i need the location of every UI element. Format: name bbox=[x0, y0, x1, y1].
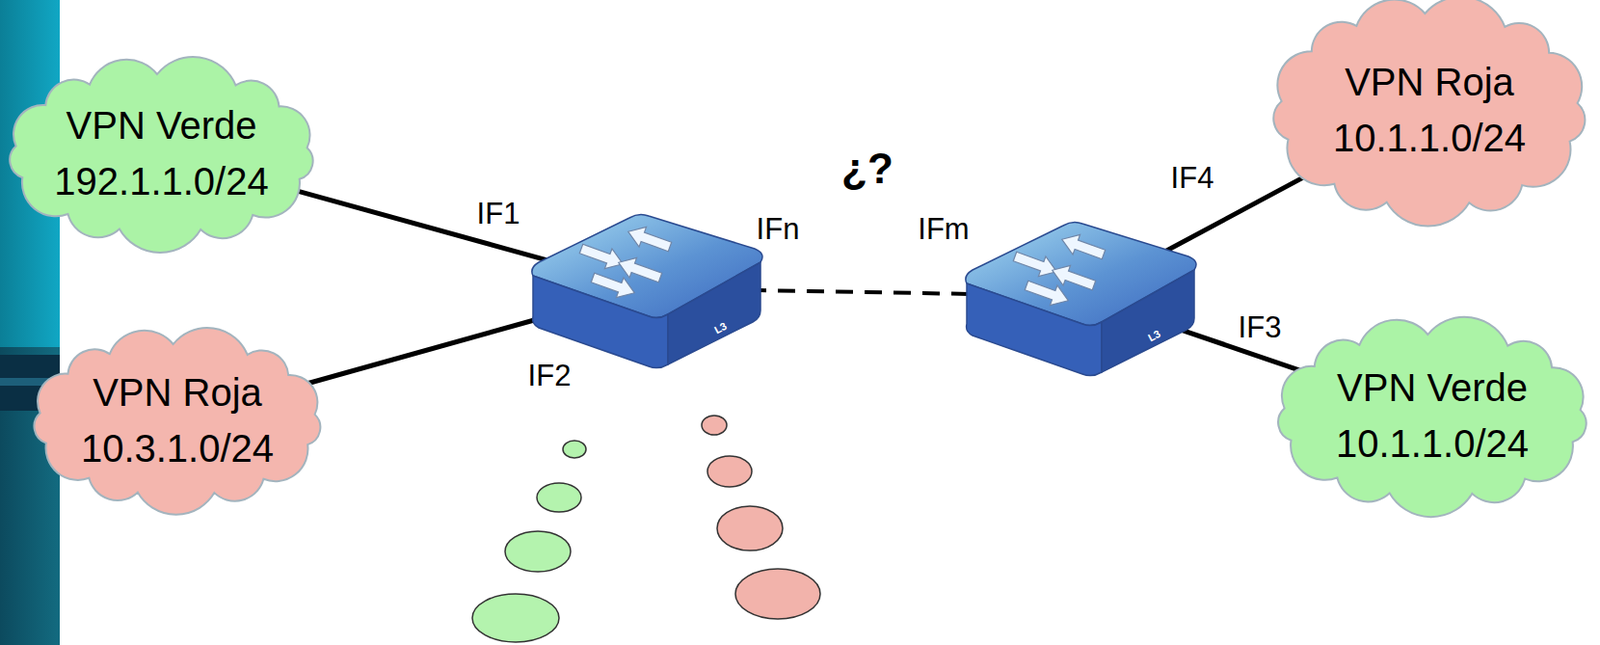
interface-name: IFn bbox=[756, 213, 800, 246]
router-switch: L3 bbox=[959, 206, 1205, 386]
router-front bbox=[533, 275, 668, 369]
cloud-outline bbox=[1273, 0, 1585, 226]
vpn-name: VPN Verde bbox=[66, 104, 258, 147]
interface-name: IF1 bbox=[477, 197, 521, 231]
cloud-shape bbox=[0, 60, 323, 246]
interface-name: IF2 bbox=[528, 359, 572, 393]
subnet-address: 10.1.1.0/24 bbox=[1335, 422, 1529, 465]
vpn-name: VPN Roja bbox=[92, 371, 263, 414]
cloud-text-group: VPN Verde 192.1.1.0/24 bbox=[0, 60, 323, 246]
router-arrow bbox=[624, 221, 674, 257]
cloud-text-group: VPN Roja 10.1.1.0/24 bbox=[1265, 0, 1594, 220]
interface-name: IF3 bbox=[1238, 311, 1282, 345]
router-front bbox=[966, 283, 1102, 376]
cloud-shape bbox=[24, 330, 331, 509]
router-icon bbox=[525, 198, 772, 378]
router-switch: L3 bbox=[525, 198, 772, 378]
router-icon bbox=[959, 206, 1205, 386]
router-arrow bbox=[577, 239, 627, 274]
cloud-outline bbox=[1278, 317, 1587, 517]
router-arrows bbox=[1011, 229, 1108, 311]
router-arrow bbox=[1048, 260, 1098, 295]
access-link bbox=[296, 190, 555, 263]
cloud-outline bbox=[33, 327, 320, 515]
red-bubbles bbox=[701, 415, 821, 619]
cloud-shape bbox=[1265, 0, 1594, 220]
router-arrow bbox=[1058, 229, 1108, 265]
subnet-address: 192.1.1.0/24 bbox=[53, 160, 268, 203]
vpn-name: VPN Roja bbox=[1344, 60, 1515, 104]
router-arrow bbox=[1011, 246, 1061, 282]
vpn-name: VPN Verde bbox=[1336, 366, 1528, 409]
subnet-address: 10.1.1.0/24 bbox=[1333, 116, 1526, 160]
cloud-text-group: VPN Roja 10.3.1.0/24 bbox=[24, 330, 331, 509]
router-arrows bbox=[577, 221, 674, 303]
access-link bbox=[305, 314, 555, 384]
vpn-cloud: VPN Roja 10.1.1.0/24 bbox=[1265, 0, 1594, 220]
subnet-address: 10.3.1.0/24 bbox=[80, 426, 274, 470]
router-arrow bbox=[614, 252, 665, 288]
cloud-shape bbox=[1268, 320, 1597, 510]
vpn-cloud: VPN Roja 10.3.1.0/24 bbox=[24, 330, 331, 509]
unknown-link bbox=[748, 290, 982, 294]
vpn-cloud: VPN Verde 10.1.1.0/24 bbox=[1268, 320, 1597, 510]
cloud-text-group: VPN Verde 10.1.1.0/24 bbox=[1268, 320, 1597, 510]
router-side bbox=[667, 262, 761, 365]
interface-name: IFm bbox=[917, 213, 969, 246]
router-side bbox=[1101, 269, 1195, 373]
green-bubbles bbox=[472, 440, 587, 642]
vpn-cloud: VPN Verde 192.1.1.0/24 bbox=[0, 60, 323, 246]
interface-name: IF4 bbox=[1171, 161, 1215, 195]
access-link bbox=[1173, 326, 1302, 371]
cloud-outline bbox=[9, 56, 313, 253]
question-mark: ¿? bbox=[841, 145, 894, 192]
